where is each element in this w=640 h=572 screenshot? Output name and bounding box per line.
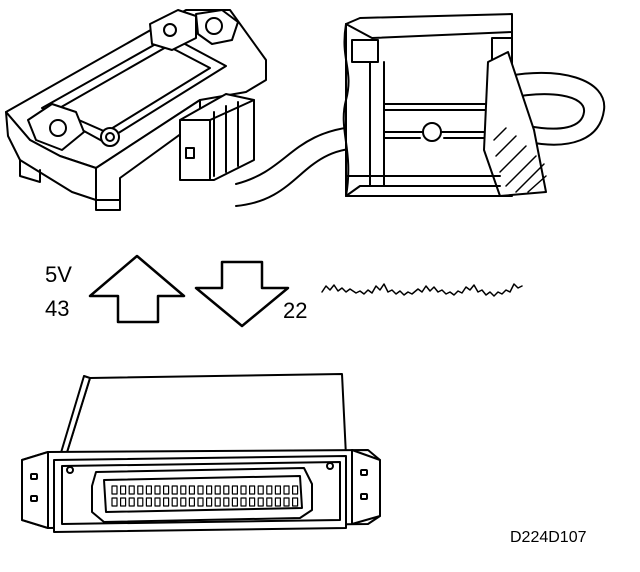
connector-pin: [274, 497, 281, 507]
connector-pin: [119, 485, 127, 495]
connector-pin: [274, 485, 281, 495]
connector-pin: [231, 497, 238, 507]
connector-pin: [111, 485, 118, 495]
connector-pin: [231, 485, 238, 495]
connector-pin: [145, 497, 152, 507]
connector-pin: [266, 485, 273, 495]
connector-pin: [154, 497, 161, 507]
connector-pin: [197, 485, 204, 495]
vacuum-hose: [235, 71, 606, 207]
connector-pin: [223, 485, 230, 495]
connector-pin: [180, 485, 187, 495]
connector-pin: [171, 497, 178, 507]
pressure-sensor-icon: [5, 9, 267, 211]
connector-pin: [292, 497, 299, 507]
connector-pin: [240, 485, 247, 495]
connector-pin: [119, 497, 127, 507]
connector-pin: [283, 485, 290, 495]
connector-pin: [188, 497, 195, 507]
connector-pin: [145, 485, 152, 495]
connector-pin: [137, 497, 144, 507]
connector-pins: [111, 485, 299, 507]
connector-pin: [240, 497, 247, 507]
connector-pin: [180, 497, 187, 507]
connector-pin: [154, 485, 161, 495]
signal-pin-label: 22: [283, 298, 308, 323]
control-unit-icon: [21, 373, 381, 533]
intake-manifold-icon: [342, 13, 547, 197]
connector-pin: [223, 497, 230, 507]
arrow-down-icon: [194, 260, 290, 328]
connector-pin: [206, 497, 213, 507]
connector-pin: [206, 485, 213, 495]
connector-pin: [249, 485, 256, 495]
connector-pin: [283, 497, 290, 507]
connector-pin: [197, 497, 204, 507]
connector-pin: [163, 497, 170, 507]
connector-pin: [163, 485, 170, 495]
connector-pin: [266, 497, 273, 507]
signal-waveform-icon: [321, 283, 523, 297]
connector-pin: [257, 497, 264, 507]
connector-pin: [111, 497, 118, 507]
connector-pin: [257, 485, 264, 495]
supply-voltage-label: 5V: [45, 262, 72, 287]
connector-pin: [214, 497, 221, 507]
connector-pin: [128, 497, 135, 507]
supply-pin-label: 43: [45, 296, 70, 321]
connector-pin: [128, 485, 135, 495]
arrow-up-icon: [88, 254, 186, 324]
figure-reference: D224D107: [510, 529, 587, 546]
connector-pin: [249, 497, 256, 507]
connector-pin: [214, 485, 221, 495]
connector-pin: [188, 485, 195, 495]
connector-pin: [171, 485, 178, 495]
connector-pin: [137, 485, 144, 495]
connector-pin: [292, 485, 299, 495]
